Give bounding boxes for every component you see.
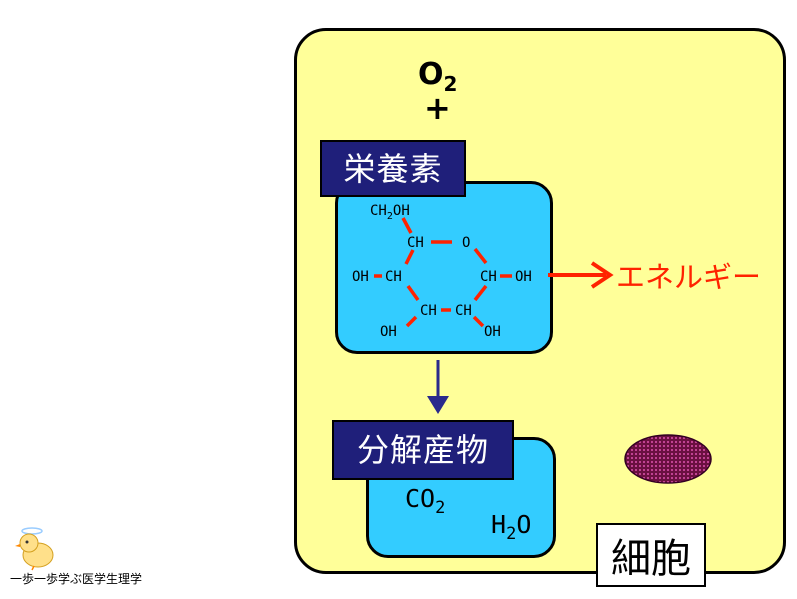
label-oh-bottom-left: OH [380, 324, 397, 340]
footer-text: 一歩一歩学ぶ医学生理学 [10, 572, 143, 586]
bond-ch-ch-bottom-right [473, 284, 488, 302]
energy-arrow [548, 261, 614, 289]
mascot-halo [21, 527, 43, 535]
nutrient-box [335, 181, 553, 354]
energy-arrow-head [590, 261, 614, 289]
label-ch-bottom-left: CH [420, 303, 437, 319]
mascot-beak [15, 544, 20, 547]
co2-prefix: CO [405, 484, 436, 513]
bond-ch-oh-bottom-left [405, 315, 418, 328]
oxygen-subscript: 2 [443, 72, 458, 96]
organelle-shape [624, 434, 712, 484]
glucose-molecule: CH2OH CH O OH CH CH OH CH CH OH OH [352, 203, 532, 340]
label-oh-bottom-right: OH [484, 324, 501, 340]
nutrient-label: 栄養素 [320, 140, 466, 197]
label-ch-bottom-right: CH [455, 303, 472, 319]
bond-lines [374, 217, 512, 328]
oxygen-symbol: O [418, 57, 444, 92]
flow-arrow-head [427, 396, 449, 414]
label-ch2oh: CH2OH [370, 203, 410, 222]
h2o-subscript: 2 [506, 524, 517, 544]
bond-ch-oh-bottom-right [472, 315, 485, 328]
co2-formula: CO2 [405, 484, 445, 518]
products-label: 分解産物 [332, 420, 514, 480]
label-oh-left: OH [352, 269, 369, 285]
label-ch-right: CH [480, 269, 497, 285]
bond-o-ch-right [473, 247, 488, 265]
label-ch-top: CH [407, 235, 424, 251]
h2o-suffix: O [516, 510, 532, 539]
organelle-ellipse [624, 434, 712, 484]
oxygen-formula: O2 [418, 57, 458, 96]
bond-ch-ch-top [404, 249, 415, 265]
label-ch-left: CH [385, 269, 402, 285]
label-oh-right: OH [515, 269, 532, 285]
energy-label: エネルギー [616, 260, 762, 294]
mascot-leg [31, 565, 35, 571]
h2o-formula: H2O [491, 510, 531, 544]
oxygen-plus: + [424, 89, 451, 127]
h2o-prefix: H [491, 510, 507, 539]
mascot-head [19, 533, 39, 553]
bond-ch2oh-ch [401, 217, 413, 234]
label-o-ring: O [462, 235, 470, 251]
mascot-eye [25, 540, 29, 544]
cell-label: 細胞 [596, 523, 706, 587]
chick-mascot-icon [15, 527, 54, 571]
flow-arrow-down [427, 360, 449, 414]
bond-ch-ch-left [406, 284, 420, 302]
co2-subscript: 2 [435, 498, 446, 518]
